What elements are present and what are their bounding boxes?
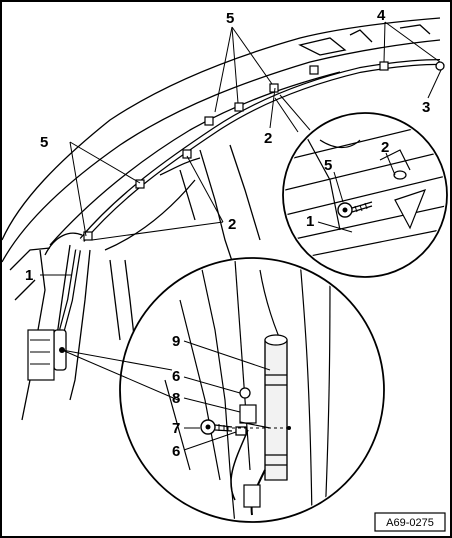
callout-4: 4 [377, 7, 386, 24]
detail-bottom-callout-8: 8 [172, 390, 180, 407]
callout-5-top: 5 [226, 10, 234, 27]
callout-1: 1 [25, 267, 33, 284]
callout-3: 3 [422, 99, 430, 116]
callout-2-mid: 2 [228, 216, 236, 233]
gas-generator [27, 249, 81, 381]
detail-bottom-callout-6-upper: 6 [172, 368, 180, 385]
detail-top-callout-1: 1 [306, 213, 314, 230]
detail-top-callout-5: 5 [324, 157, 332, 174]
leader-lines [40, 21, 442, 451]
reference-box: A69-0275 [374, 512, 446, 532]
callout-2-upper: 2 [264, 130, 272, 147]
detail-top-callout-2: 2 [381, 139, 389, 156]
callouts: 5 4 3 2 5 2 1 5 2 1 9 6 8 7 6 [25, 7, 430, 460]
detail-bottom-callout-9: 9 [172, 333, 180, 350]
callout-5-left: 5 [40, 134, 48, 151]
detail-bottom-callout-7: 7 [172, 420, 180, 437]
detail-circle-bottom [119, 257, 385, 523]
curtain-airbag [79, 59, 445, 242]
detail-bottom-callout-6-lower: 6 [172, 443, 180, 460]
detail-circle-top [282, 112, 448, 278]
reference-code: A69-0275 [386, 517, 434, 529]
